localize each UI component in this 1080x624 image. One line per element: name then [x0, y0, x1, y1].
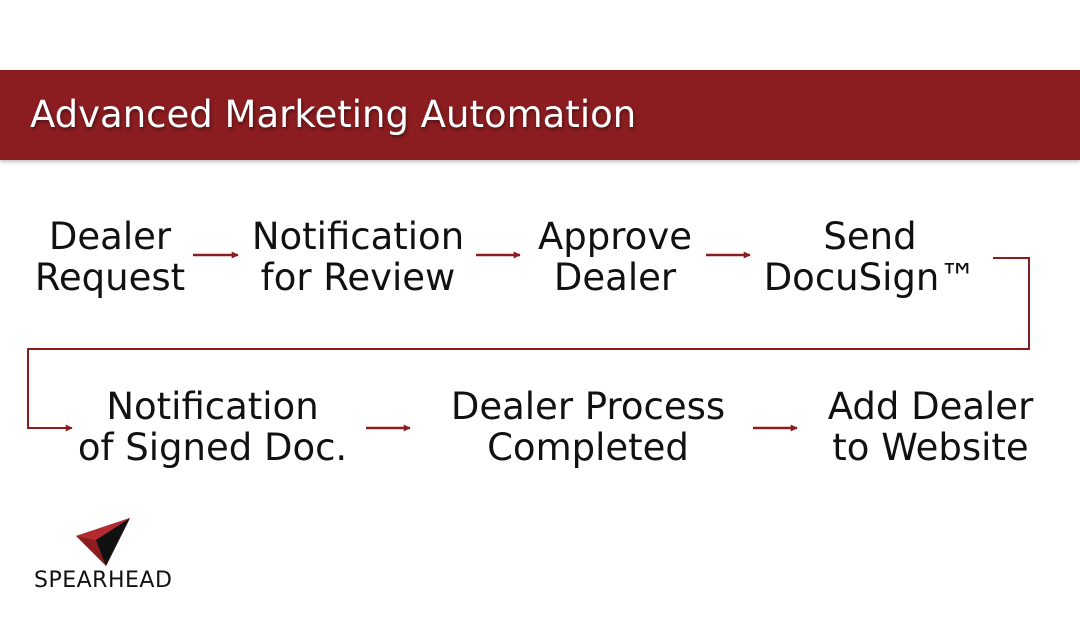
- step-label-line1: Add Dealer: [827, 385, 1034, 428]
- step-label-line2: Request: [34, 256, 186, 299]
- step-label-line2: of Signed Doc.: [77, 426, 348, 469]
- step-label-line2: DocuSign™: [763, 256, 977, 299]
- header-banner: Advanced Marketing Automation: [0, 70, 1080, 160]
- step-label-line2: Dealer: [553, 256, 677, 299]
- step-label-line2: Completed: [487, 426, 689, 469]
- step-dealer-request: Dealer Request: [30, 216, 190, 298]
- spearhead-logo-icon: [76, 518, 130, 566]
- step-notification-for-review: Notification for Review: [238, 216, 478, 298]
- step-label-line2: for Review: [260, 256, 456, 299]
- step-send-docusign: Send DocuSign™: [755, 216, 985, 298]
- step-label-line1: Send: [823, 215, 917, 258]
- step-notification-signed-doc: Notification of Signed Doc.: [65, 386, 360, 468]
- step-label-line1: Dealer: [48, 215, 172, 258]
- spearhead-logo: SPEARHEAD: [30, 510, 190, 600]
- step-add-dealer-to-website: Add Dealer to Website: [808, 386, 1053, 468]
- step-label-line1: Notification: [106, 385, 319, 428]
- step-label-line2: to Website: [832, 426, 1029, 469]
- logo-text: SPEARHEAD: [34, 568, 173, 593]
- step-label-line1: Approve: [538, 215, 692, 258]
- step-approve-dealer: Approve Dealer: [520, 216, 710, 298]
- step-label-line1: Notification: [251, 215, 465, 258]
- wrap-connector: [27, 257, 1030, 432]
- page-title: Advanced Marketing Automation: [30, 93, 637, 136]
- step-label-line1: Dealer Process: [450, 385, 726, 428]
- step-dealer-process-completed: Dealer Process Completed: [433, 386, 743, 468]
